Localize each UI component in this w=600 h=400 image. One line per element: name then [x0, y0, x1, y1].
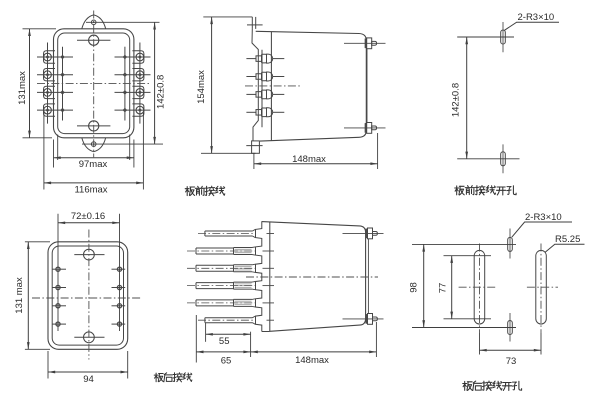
- svg-text:72±0.16: 72±0.16: [71, 211, 105, 222]
- svg-text:R5.25: R5.25: [555, 234, 580, 245]
- svg-text:77: 77: [438, 283, 449, 294]
- svg-text:154max: 154max: [196, 70, 207, 104]
- svg-text:148max: 148max: [292, 154, 326, 165]
- svg-text:142±0.8: 142±0.8: [156, 75, 167, 109]
- svg-text:98: 98: [409, 282, 420, 293]
- svg-text:131 max: 131 max: [14, 277, 25, 314]
- svg-text:148max: 148max: [295, 355, 329, 366]
- svg-text:55: 55: [219, 336, 230, 347]
- svg-text:94: 94: [83, 374, 94, 385]
- svg-text:65: 65: [221, 356, 232, 367]
- svg-text:2-R3×10: 2-R3×10: [518, 12, 555, 23]
- svg-text:73: 73: [506, 356, 517, 367]
- svg-text:2-R3×10: 2-R3×10: [525, 212, 562, 223]
- svg-text:142±0.8: 142±0.8: [451, 83, 462, 117]
- svg-text:116max: 116max: [74, 184, 107, 195]
- svg-text:131max: 131max: [17, 71, 28, 105]
- svg-text:97max: 97max: [79, 159, 108, 170]
